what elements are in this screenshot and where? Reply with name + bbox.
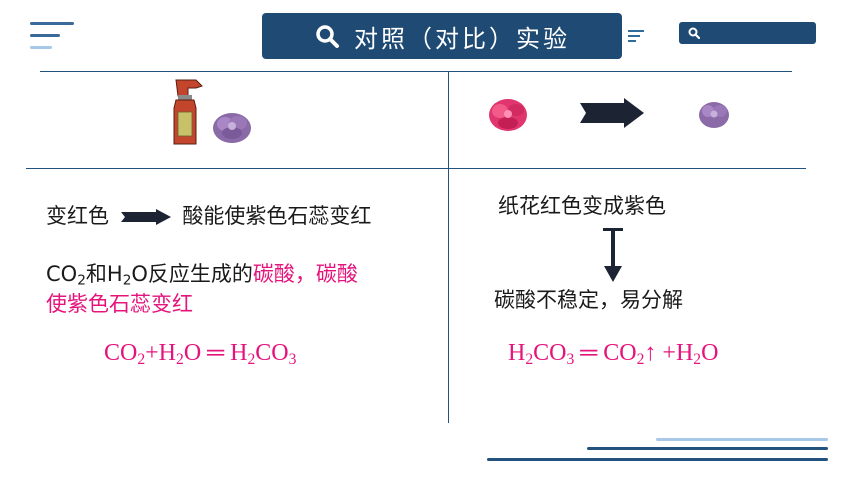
eq-sub: 2 (137, 350, 146, 368)
eq-sub: 3 (288, 350, 297, 368)
pink-flower-icon (489, 99, 527, 131)
subscript: 2 (77, 272, 86, 289)
eq-part: O ═ H (183, 340, 248, 366)
right-line-2: 碳酸不稳定，易分解 (494, 288, 683, 312)
right-arrow-icon (580, 98, 644, 128)
left-reaction-line-2: 使紫色石蕊变红 (46, 292, 193, 316)
table-top-border (40, 71, 792, 72)
eq-sub: 2 (176, 350, 184, 368)
search-icon (688, 27, 701, 40)
eq-part: ↑ +H (644, 340, 694, 366)
search-bar[interactable] (679, 22, 816, 44)
down-arrow-icon (603, 228, 623, 282)
eq-part: CO (104, 340, 138, 366)
right-line-1: 纸花红色变成紫色 (498, 194, 666, 218)
small-right-arrow-icon (120, 209, 171, 225)
left-line1-prefix: 变红色 (46, 204, 109, 228)
eq-sub: 2 (693, 350, 702, 368)
title-banner: 对照（对比）实验 (262, 13, 622, 59)
formula-o-text: O反应生成的 (131, 262, 253, 286)
page-title: 对照（对比）实验 (354, 24, 570, 53)
eq-part: CO (533, 340, 567, 366)
eq-sub: 2 (525, 350, 534, 368)
eq-part: CO (255, 340, 289, 366)
magnifier-icon (316, 25, 339, 48)
eq-part: O (701, 340, 719, 366)
purple-flower-icon-result (699, 102, 729, 128)
formula-co: CO (46, 262, 78, 286)
pink-highlight: 碳酸，碳酸 (252, 262, 358, 286)
eq-part: ═ CO (574, 340, 637, 366)
eq-part: H (508, 340, 526, 366)
left-line-1: 变红色 酸能使紫色石蕊变红 (46, 200, 371, 230)
eq-sub: 3 (566, 350, 575, 368)
table-column-divider (448, 71, 449, 423)
eq-sub: 2 (247, 350, 256, 368)
purple-flower-icon (213, 113, 251, 143)
left-reaction-line: CO2和H2O反应生成的碳酸，碳酸 (46, 258, 358, 288)
table-middle-border (26, 168, 806, 169)
right-equation: H2CO3 ═ CO2↑ +H2O (508, 340, 718, 369)
left-line1-suffix: 酸能使紫色石蕊变红 (182, 204, 372, 228)
spray-bottle-illustration (173, 79, 203, 145)
subscript: 2 (122, 272, 132, 289)
eq-sub: 2 (636, 350, 645, 368)
formula-and-h: 和H (85, 262, 123, 286)
eq-part: +H (145, 340, 177, 366)
left-equation: CO2+H2O ═ H2CO3 (104, 340, 296, 369)
